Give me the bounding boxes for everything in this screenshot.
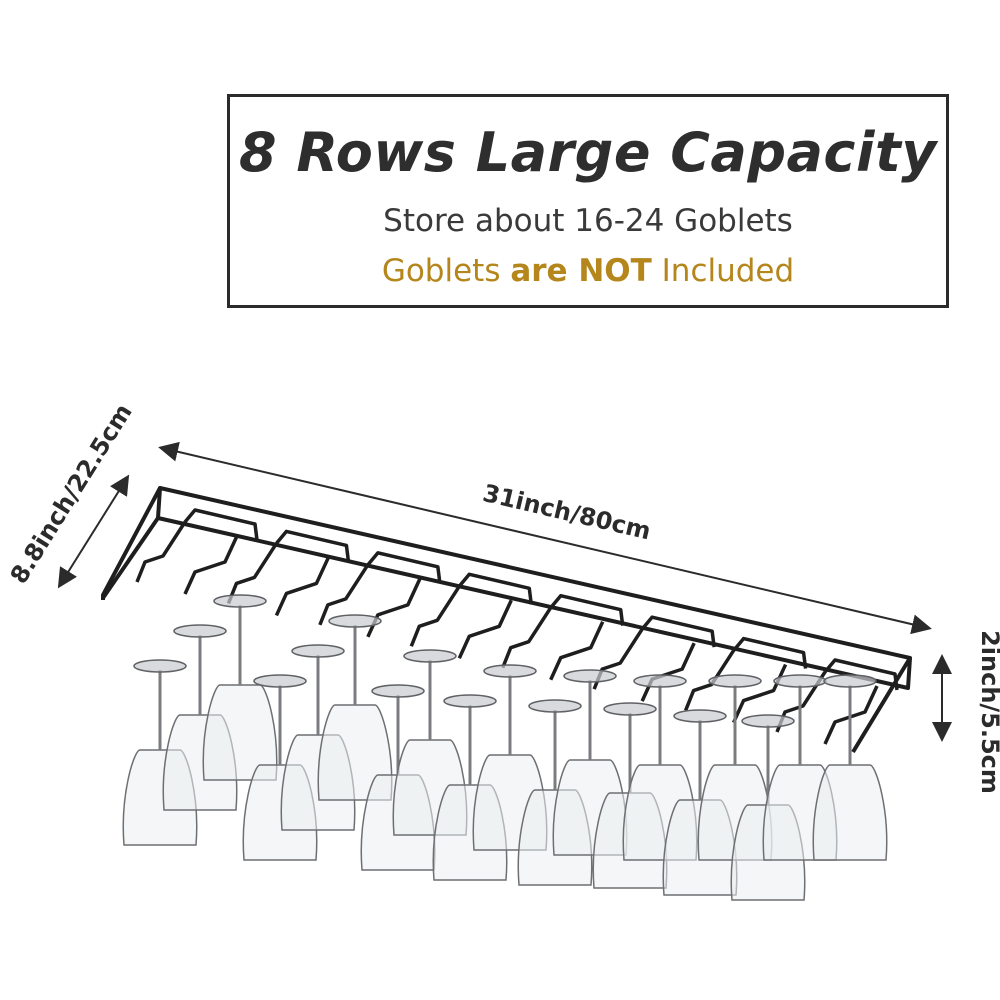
title-box: 8 Rows Large Capacity Store about 16-24 … xyxy=(227,94,949,308)
capacity-subtitle: Store about 16-24 Goblets xyxy=(383,203,793,239)
headline: 8 Rows Large Capacity xyxy=(239,121,937,184)
wine-rack-illustration: 31inch/80cm 8.8inch/22.5cm 2inch/5.5cm xyxy=(5,399,1000,901)
notice-text-bold: are NOT xyxy=(510,253,652,289)
rack-rails xyxy=(135,508,899,745)
height-label: 2inch/5.5cm xyxy=(976,630,1000,794)
depth-dimension-arrow xyxy=(57,474,130,589)
rack-rail xyxy=(135,508,259,595)
rack-rail xyxy=(409,572,534,660)
rack-rail xyxy=(501,593,625,681)
notice-text-1: Goblets xyxy=(381,253,511,289)
rack-frame xyxy=(101,486,912,754)
goblet xyxy=(202,594,278,781)
length-label: 31inch/80cm xyxy=(480,479,653,545)
length-dimension-arrow xyxy=(158,441,932,635)
goblets xyxy=(122,594,888,901)
notice-text-2: Included xyxy=(651,253,795,289)
goblet xyxy=(317,614,393,801)
not-included-notice: Goblets are NOT Included xyxy=(230,253,946,289)
goblet xyxy=(812,674,888,861)
rack-rail xyxy=(226,529,351,617)
